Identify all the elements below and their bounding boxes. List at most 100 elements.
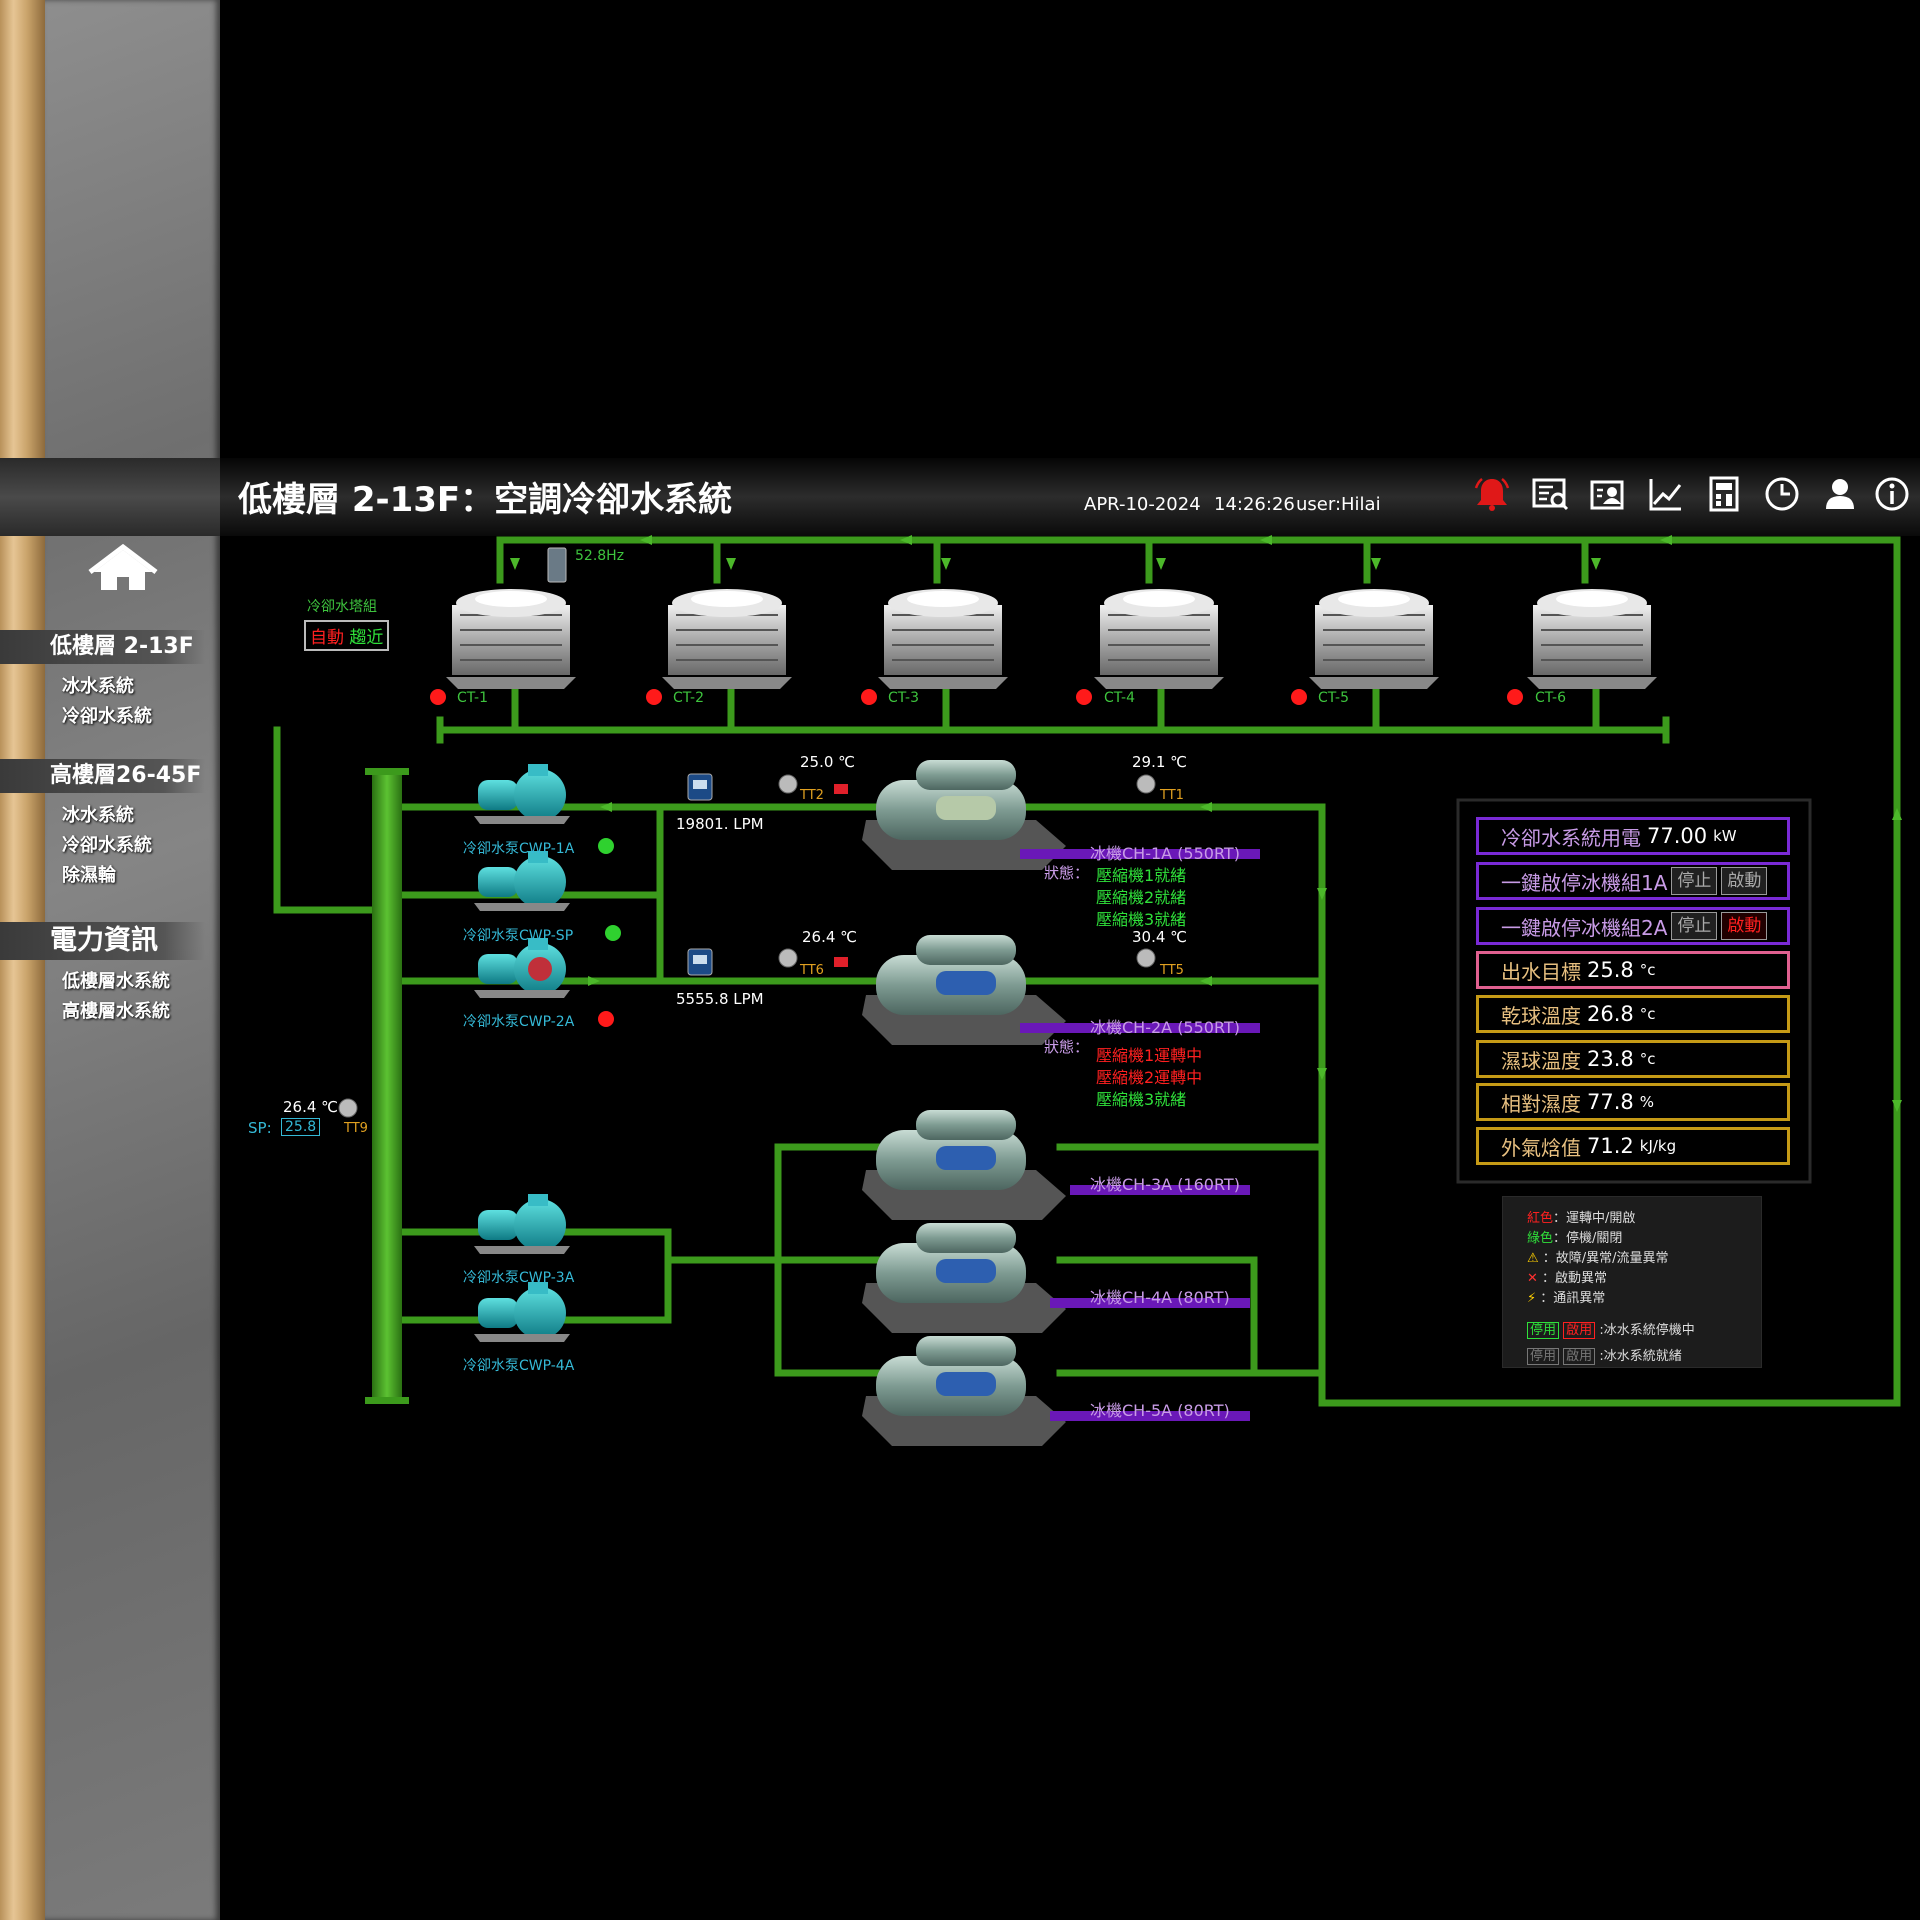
oneclick-2a-start-button[interactable]: 啟動: [1721, 912, 1768, 940]
dry-bulb-label: 乾球溫度: [1501, 1003, 1581, 1028]
temp-tt2-value: 25.0 ℃: [800, 753, 856, 771]
outlet-target-label: 出水目標: [1501, 959, 1581, 984]
vfd-frequency: 52.8Hz: [575, 548, 625, 564]
power-usage-row: 冷卻水系統用電 77.00 kW: [1476, 817, 1790, 855]
pump-label-cwp2a[interactable]: 冷卻水泵CWP-2A: [463, 1014, 575, 1030]
comm-error-icon: ⚡: [1527, 1291, 1537, 1306]
oneclick-1a-start-button[interactable]: 啟動: [1721, 867, 1768, 895]
power-usage-value: 77.00: [1647, 824, 1708, 848]
humidity-unit: %: [1639, 1093, 1655, 1111]
report-search-icon[interactable]: [1528, 474, 1572, 514]
temp-tt9-tag: TT9: [344, 1121, 368, 1136]
tower-mode-auto: 自動: [310, 628, 344, 648]
sidebar-item-high-chilled-water[interactable]: 冰水系統: [62, 805, 134, 826]
legend-start-fail: ✕ ：啟動異常: [1527, 1271, 1608, 1286]
clock-icon[interactable]: [1760, 474, 1804, 514]
trend-chart-icon[interactable]: [1644, 474, 1688, 514]
tower-label-ct3[interactable]: CT-3: [888, 690, 920, 706]
oneclick-1a-label: 一鍵啟停冰機組1A: [1501, 870, 1668, 895]
outlet-target-value: 25.8: [1587, 958, 1634, 982]
user-display: user:Hilai: [1296, 494, 1381, 515]
legend-stopped: 停用 啟用 :冰水系統停機中: [1527, 1319, 1695, 1339]
tower-label-ct6[interactable]: CT-6: [1535, 690, 1567, 706]
sidebar-item-power-high[interactable]: 高樓層水系統: [62, 1001, 170, 1022]
home-icon[interactable]: [88, 543, 158, 594]
chiller-status-label-ch1a: 狀態：: [1044, 864, 1090, 882]
sidebar-background: [45, 0, 220, 1920]
chiller-label-ch4a[interactable]: 冰機CH-4A (80RT): [1090, 1288, 1230, 1307]
dry-bulb-value: 26.8: [1587, 1002, 1634, 1026]
temp-tt6-tag: TT6: [800, 963, 824, 978]
legend-box: 紅色：運轉中/開啟 綠色：停機/關閉 ⚠ ：故障/異常/流量異常 ✕ ：啟動異常…: [1502, 1196, 1762, 1368]
setpoint-input[interactable]: 25.8: [281, 1118, 321, 1136]
flow-reading-1: 19801. LPM: [676, 815, 764, 833]
setpoint-label: SP:: [248, 1119, 272, 1137]
date-display: APR-10-2024: [1084, 494, 1201, 515]
sidebar-section-high-floor[interactable]: 高樓層26-45F: [0, 759, 205, 793]
outlet-target-unit: °c: [1639, 961, 1656, 979]
power-usage-label: 冷卻水系統用電: [1501, 825, 1641, 850]
sidebar-section-power-info[interactable]: 電力資訊: [0, 922, 205, 960]
chiller-label-ch2a[interactable]: 冰機CH-2A (550RT): [1090, 1018, 1240, 1037]
oneclick-2a-stop-button[interactable]: 停止: [1671, 912, 1718, 940]
temp-tt1-value: 29.1 ℃: [1132, 753, 1188, 771]
wet-bulb-unit: °c: [1639, 1050, 1656, 1068]
oneclick-2a-row: 一鍵啟停冰機組2A 停止 啟動: [1476, 907, 1790, 945]
enthalpy-label: 外氣焓值: [1501, 1135, 1581, 1160]
tower-label-ct4[interactable]: CT-4: [1104, 690, 1136, 706]
oneclick-1a-stop-button[interactable]: 停止: [1671, 867, 1718, 895]
tower-group-title: 冷卻水塔組: [307, 599, 377, 615]
title-bar: [220, 458, 1920, 536]
tower-label-ct5[interactable]: CT-5: [1318, 690, 1350, 706]
info-icon[interactable]: [1870, 474, 1914, 514]
warning-triangle-icon: ⚠: [1527, 1251, 1539, 1266]
wet-bulb-value: 23.8: [1587, 1047, 1634, 1071]
red-x-icon: ✕: [1527, 1271, 1538, 1286]
sidebar-item-dehumidifier-wheel[interactable]: 除濕輪: [62, 865, 116, 886]
enthalpy-row: 外氣焓值 71.2 kJ/kg: [1476, 1127, 1790, 1165]
sidebar-item-low-chilled-water[interactable]: 冰水系統: [62, 676, 134, 697]
chiller-status-label-ch2a: 狀態：: [1044, 1038, 1090, 1056]
pump-label-cwpsp[interactable]: 冷卻水泵CWP-SP: [463, 928, 574, 944]
power-usage-unit: kW: [1713, 827, 1737, 845]
pump-label-cwp4a[interactable]: 冷卻水泵CWP-4A: [463, 1358, 575, 1374]
tower-label-ct1[interactable]: CT-1: [457, 690, 489, 706]
temp-tt6-value: 26.4 ℃: [802, 928, 858, 946]
page-title: 低樓層 2-13F：空調冷卻水系統: [238, 480, 733, 520]
enthalpy-unit: kJ/kg: [1639, 1137, 1677, 1155]
pump-label-cwp1a[interactable]: 冷卻水泵CWP-1A: [463, 841, 575, 857]
wet-bulb-label: 濕球溫度: [1501, 1048, 1581, 1073]
tower-label-ct2[interactable]: CT-2: [673, 690, 705, 706]
document-calc-icon[interactable]: [1702, 474, 1746, 514]
dry-bulb-row: 乾球溫度 26.8 °c: [1476, 995, 1790, 1033]
sidebar-section-low-floor[interactable]: 低樓層 2-13F: [0, 630, 205, 664]
dry-bulb-unit: °c: [1639, 1005, 1656, 1023]
legend-green: 綠色：停機/關閉: [1527, 1231, 1623, 1246]
alarm-bell-icon[interactable]: [1470, 474, 1514, 514]
legend-ready: 停用 啟用 :冰水系統就緒: [1527, 1345, 1682, 1365]
legend-warning: ⚠ ：故障/異常/流量異常: [1527, 1251, 1669, 1266]
legend-red: 紅色：運轉中/開啟: [1527, 1211, 1636, 1226]
sidebar-item-power-low[interactable]: 低樓層水系統: [62, 971, 170, 992]
chiller-label-ch3a[interactable]: 冰機CH-3A (160RT): [1090, 1175, 1240, 1194]
flow-reading-2: 5555.8 LPM: [676, 990, 764, 1008]
sidebar-item-high-cooling-water[interactable]: 冷卻水系統: [62, 835, 152, 856]
tower-mode-box[interactable]: 自動 趨近: [304, 620, 390, 651]
temp-tt1-tag: TT1: [1160, 788, 1184, 803]
sidebar-item-low-cooling-water[interactable]: 冷卻水系統: [62, 706, 152, 727]
temp-tt5-value: 30.4 ℃: [1132, 928, 1188, 946]
outlet-target-row[interactable]: 出水目標 25.8 °c: [1476, 951, 1790, 989]
tower-mode-approach: 趨近: [349, 628, 384, 648]
user-icon[interactable]: [1818, 474, 1862, 514]
temp-tt5-tag: TT5: [1160, 963, 1184, 978]
ch1a-compressor-3-status: 壓縮機3就緒: [1096, 910, 1187, 929]
time-display: 14:26:26: [1214, 494, 1295, 515]
sidebar-header-band: [0, 458, 220, 536]
report-user-icon[interactable]: [1586, 474, 1630, 514]
chiller-label-ch5a[interactable]: 冰機CH-5A (80RT): [1090, 1401, 1230, 1420]
ch2a-compressor-2-status: 壓縮機2運轉中: [1096, 1068, 1203, 1087]
chiler-label-ch1a[interactable]: 冰機CH-1A (550RT): [1090, 844, 1240, 863]
enthalpy-value: 71.2: [1587, 1134, 1634, 1158]
ch1a-compressor-2-status: 壓縮機2就緒: [1096, 888, 1187, 907]
pump-label-cwp3a[interactable]: 冷卻水泵CWP-3A: [463, 1270, 575, 1286]
